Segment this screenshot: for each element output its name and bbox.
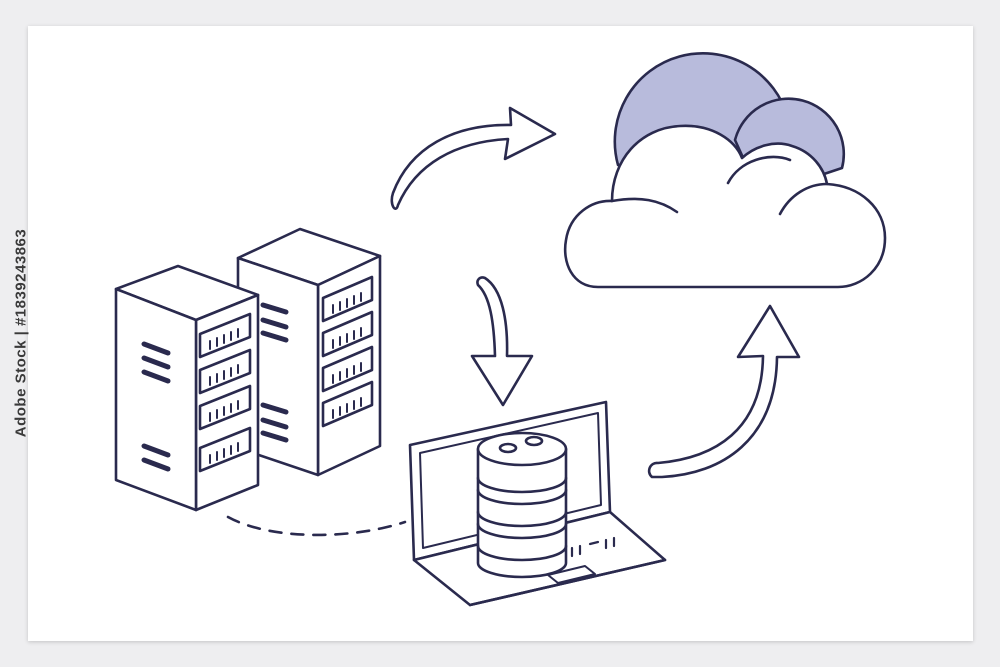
rack-front-drive-slots: [209, 328, 239, 464]
server-rack-icon-front: [114, 264, 260, 512]
cloud-inner-arc-mid: [726, 155, 792, 185]
dashed-connector: [226, 515, 407, 537]
arrow-icon-laptop-to-cloud: [647, 304, 801, 479]
rack-front-vents: [141, 341, 171, 472]
stock-id-label: Adobe Stock | #1839243863: [12, 228, 30, 438]
db-band-2b: [476, 522, 568, 540]
rack-back-drive-slots: [332, 292, 362, 419]
arrow-icon-to-cloud: [390, 106, 557, 210]
cloud-inner-arc-right: [778, 182, 829, 216]
laptop-touchpad: [547, 565, 596, 584]
cloud-icon: [563, 52, 887, 289]
db-top-dot-1: [498, 442, 518, 454]
db-band-2: [476, 510, 568, 528]
rack-front-side: [114, 287, 198, 512]
arrow-icon-to-laptop: [470, 276, 534, 407]
cloud-body: [563, 124, 887, 289]
laptop-keys: [570, 536, 616, 558]
db-band-1: [476, 476, 568, 494]
db-top: [476, 431, 568, 467]
db-body: [476, 447, 568, 579]
db-top-dot-2: [524, 435, 544, 447]
cloud-inner-arc-left: [610, 197, 679, 214]
laptop-base-edge: [468, 558, 667, 607]
db-band-3: [476, 544, 568, 562]
db-band-1b: [476, 488, 568, 506]
rack-back-vents: [260, 302, 289, 443]
database-icon: [476, 431, 568, 579]
server-rack-icon-back: [236, 227, 382, 477]
